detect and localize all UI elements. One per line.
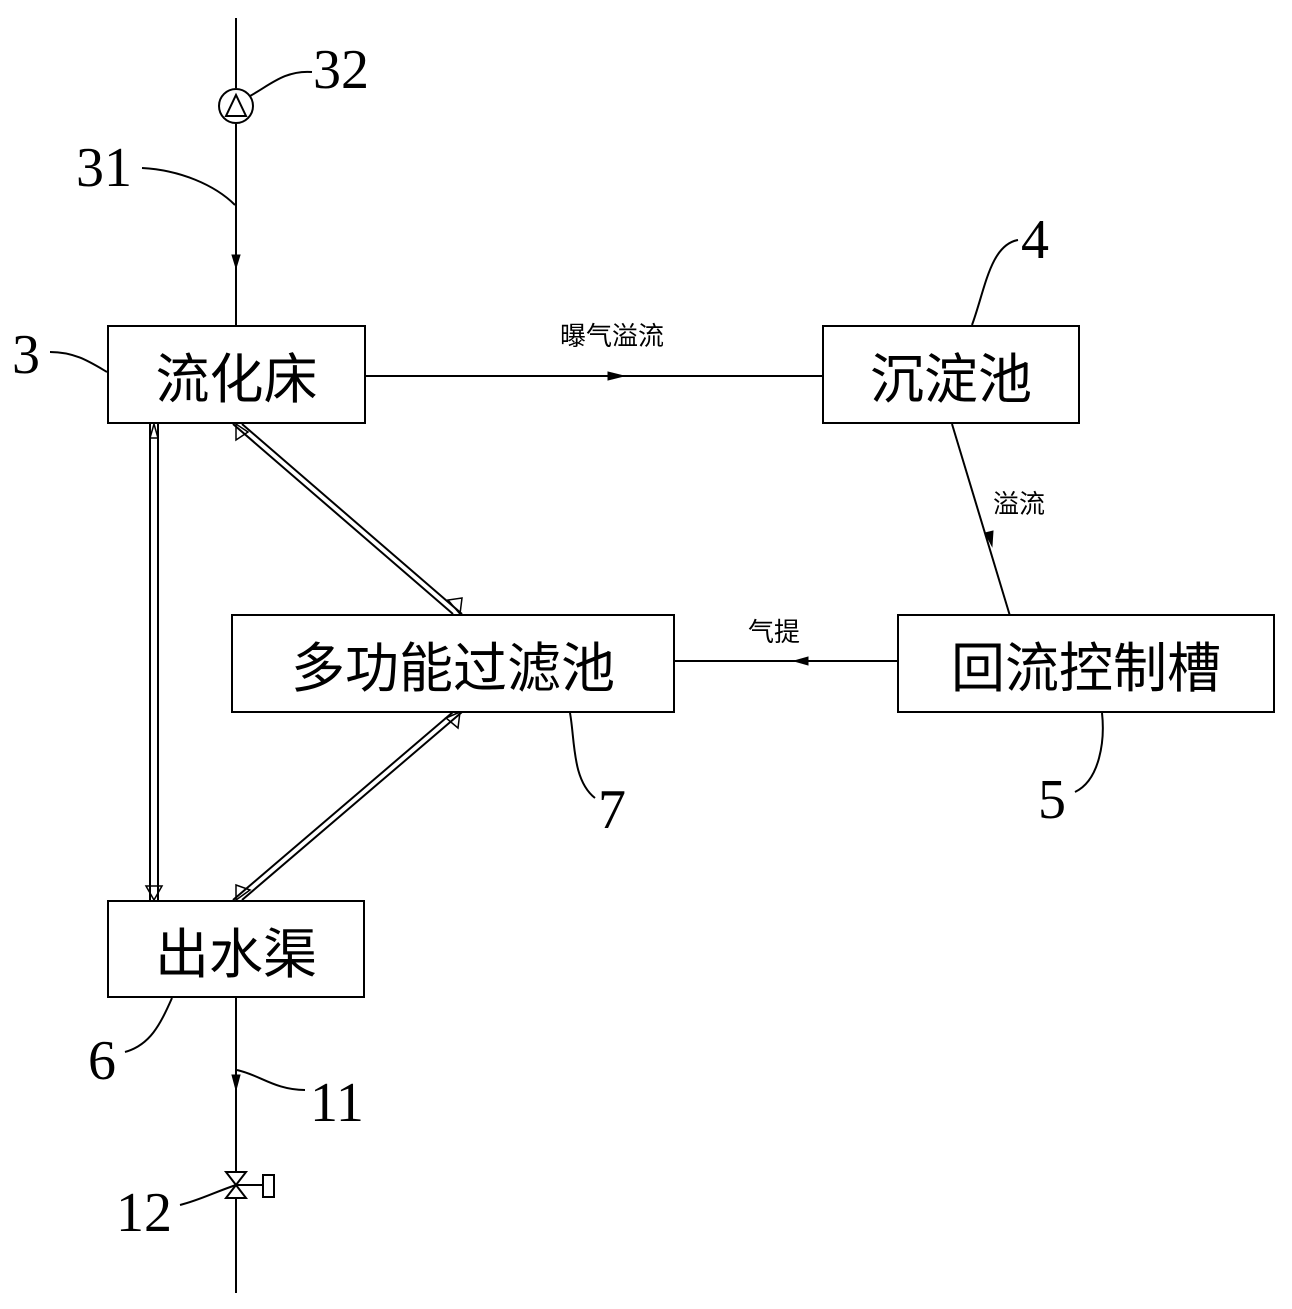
arrow-upper-to-bed-icon: [235, 422, 250, 442]
arrow-outlet-icon: [231, 1074, 241, 1092]
ref-5: 5: [1038, 769, 1066, 831]
aeration-overflow-label: 曝气溢流: [560, 322, 665, 352]
arrow-left-down-icon: [144, 885, 164, 902]
air-lift-label: 气提: [748, 618, 801, 648]
double-line-lower-b: [241, 711, 463, 901]
ref-6: 6: [88, 1030, 116, 1092]
outlet-channel-box: 出水渠: [107, 900, 365, 998]
arrow-air-lift-icon: [792, 656, 809, 666]
settling-tank-box: 沉淀池: [822, 325, 1080, 424]
ref-12: 12: [116, 1182, 172, 1244]
valve-12-bottom-icon: [223, 1183, 249, 1199]
ref-4: 4: [1021, 209, 1049, 271]
ref-7: 7: [598, 779, 626, 841]
arrow-upper-to-filter-icon: [446, 597, 463, 616]
double-line-lower-a: [232, 711, 454, 901]
double-line-upper-a: [232, 423, 454, 615]
arrow-aeration-overflow-icon: [607, 371, 625, 381]
arrow-inlet-icon: [231, 254, 241, 270]
overflow-label: 溢流: [993, 490, 1046, 520]
leader-3: [49, 351, 108, 373]
line-overflow: [951, 423, 1011, 617]
ref-32: 32: [313, 39, 369, 101]
ref-3: 3: [12, 324, 40, 386]
leader-11: [236, 1069, 306, 1091]
arrow-overflow-icon: [984, 530, 994, 548]
multifunction-filter-box: 多功能过滤池: [231, 614, 675, 713]
leader-32: [249, 70, 313, 97]
return-control-tank-box: 回流控制槽: [897, 614, 1275, 713]
arrow-lower-to-filter-icon: [444, 710, 461, 730]
ref-31: 31: [76, 137, 132, 199]
arrow-left-up-icon: [149, 421, 159, 439]
leader-12: [179, 1184, 237, 1206]
pump-triangle-icon: [224, 92, 248, 117]
ref-11: 11: [310, 1072, 364, 1134]
leader-31: [141, 167, 236, 206]
arrow-lower-to-outlet-icon: [235, 883, 252, 902]
leader-7: [569, 712, 596, 799]
leader-6: [124, 997, 173, 1053]
leader-5: [1074, 712, 1104, 793]
valve-actuator-icon: [262, 1174, 275, 1198]
leader-4: [971, 239, 1019, 326]
fluidized-bed-box: 流化床: [107, 325, 366, 424]
valve-12-top-icon: [223, 1171, 249, 1187]
double-line-upper-b: [241, 423, 463, 615]
pump-32-icon: [218, 88, 254, 124]
